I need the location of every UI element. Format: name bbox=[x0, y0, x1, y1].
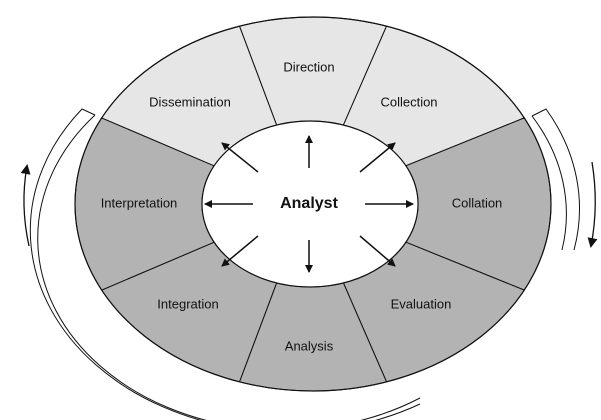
outer-ring bbox=[74, 16, 552, 392]
segment-label-collection: Collection bbox=[380, 94, 437, 109]
analyst-arrows bbox=[204, 135, 414, 273]
arrow-down-right-icon bbox=[359, 235, 396, 267]
segment-label-collation: Collation bbox=[452, 195, 503, 210]
segment-label-evaluation: Evaluation bbox=[391, 296, 452, 311]
arrow-up-right-icon bbox=[359, 142, 396, 173]
arrow-down-left-icon bbox=[221, 235, 259, 267]
clockwise-arrow-icon bbox=[587, 161, 598, 248]
arrow-up-left-icon bbox=[221, 142, 259, 173]
segment-labels: DirectionCollectionCollationEvaluationAn… bbox=[101, 59, 503, 353]
segment-label-analysis: Analysis bbox=[285, 338, 334, 353]
cycle-segments bbox=[74, 16, 552, 392]
counterclockwise-arrow-icon bbox=[20, 164, 31, 247]
segment-label-interpretation: Interpretation bbox=[101, 195, 178, 210]
cycle-bracket-right bbox=[531, 108, 580, 251]
analyst-label: Analyst bbox=[280, 195, 338, 212]
segment-label-integration: Integration bbox=[157, 296, 218, 311]
cycle-bracket-left bbox=[29, 108, 421, 420]
analyst-hub bbox=[201, 120, 419, 288]
segment-label-direction: Direction bbox=[283, 59, 334, 74]
segment-label-dissemination: Dissemination bbox=[149, 94, 231, 109]
